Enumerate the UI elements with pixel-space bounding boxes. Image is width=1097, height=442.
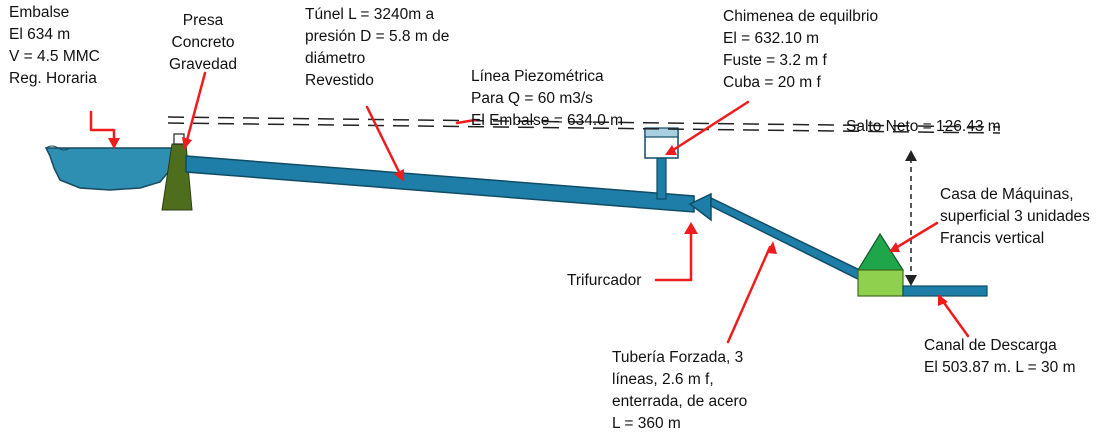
presa-label: Presa Concreto Gravedad: [168, 12, 238, 73]
surge-tank-cap: [644, 127, 679, 138]
net-head-arrowhead-bottom: [905, 275, 917, 286]
powerhouse-building: [857, 269, 904, 297]
surge-tank-shaft: [656, 156, 667, 200]
reservoir-surface-wave: [45, 145, 71, 151]
canal-label: Canal de Descarga El 503.87 m. L = 30 m: [924, 337, 1076, 376]
net-head-arrowhead-top: [905, 150, 917, 161]
trifurcator: [688, 192, 712, 222]
chimenea-arrowhead: [665, 145, 677, 155]
casa-pointer-arrow: [892, 221, 939, 251]
trifurcador-label: Trifurcador: [567, 272, 642, 289]
piezometrica-pointer-arrow: [455, 118, 477, 125]
embalse-label: Embalse El 634 m V = 4.5 MMC Reg. Horari…: [9, 4, 100, 87]
tuberia-arrowhead: [767, 241, 777, 254]
tuberia-label: Tubería Forzada, 3 líneas, 2.6 m f, ente…: [612, 349, 748, 432]
tailrace-canal: [902, 285, 988, 297]
piezometric-line-upper: [167, 116, 1001, 128]
chimenea-pointer-arrow: [668, 100, 750, 154]
trifurcador-pointer-arrow: [654, 226, 693, 282]
canal-pointer-arrow: [940, 298, 970, 338]
piezometric-line-lower: [167, 122, 1001, 134]
chimenea-label: Chimenea de equilbrio El = 632.10 m Fust…: [723, 8, 879, 91]
tuberia-pointer-arrow: [726, 245, 772, 344]
piezometrica-label: Línea Piezométrica Para Q = 60 m3/s El E…: [471, 68, 624, 129]
penstock-pipe: [710, 196, 873, 288]
casa-maquinas-label: Casa de Máquinas, superficial 3 unidades…: [940, 186, 1090, 247]
tunel-label: Túnel L = 3240m a presión D = 5.8 m de d…: [305, 6, 450, 89]
embalse-pointer-arrow: [89, 110, 116, 145]
tunel-arrowhead: [394, 169, 404, 182]
canal-arrowhead: [938, 294, 948, 306]
tunnel-pipe: [185, 155, 695, 213]
trifurcador-arrowhead: [684, 222, 698, 234]
reservoir: [44, 147, 173, 191]
presa-arrowhead: [182, 137, 192, 150]
tunel-pointer-arrow: [365, 105, 403, 178]
casa-arrowhead: [889, 242, 900, 252]
salto-neto-label: Salto Neto = 126.43 m: [846, 118, 1001, 135]
presa-pointer-arrow: [184, 71, 207, 146]
embalse-arrowhead: [108, 138, 120, 149]
